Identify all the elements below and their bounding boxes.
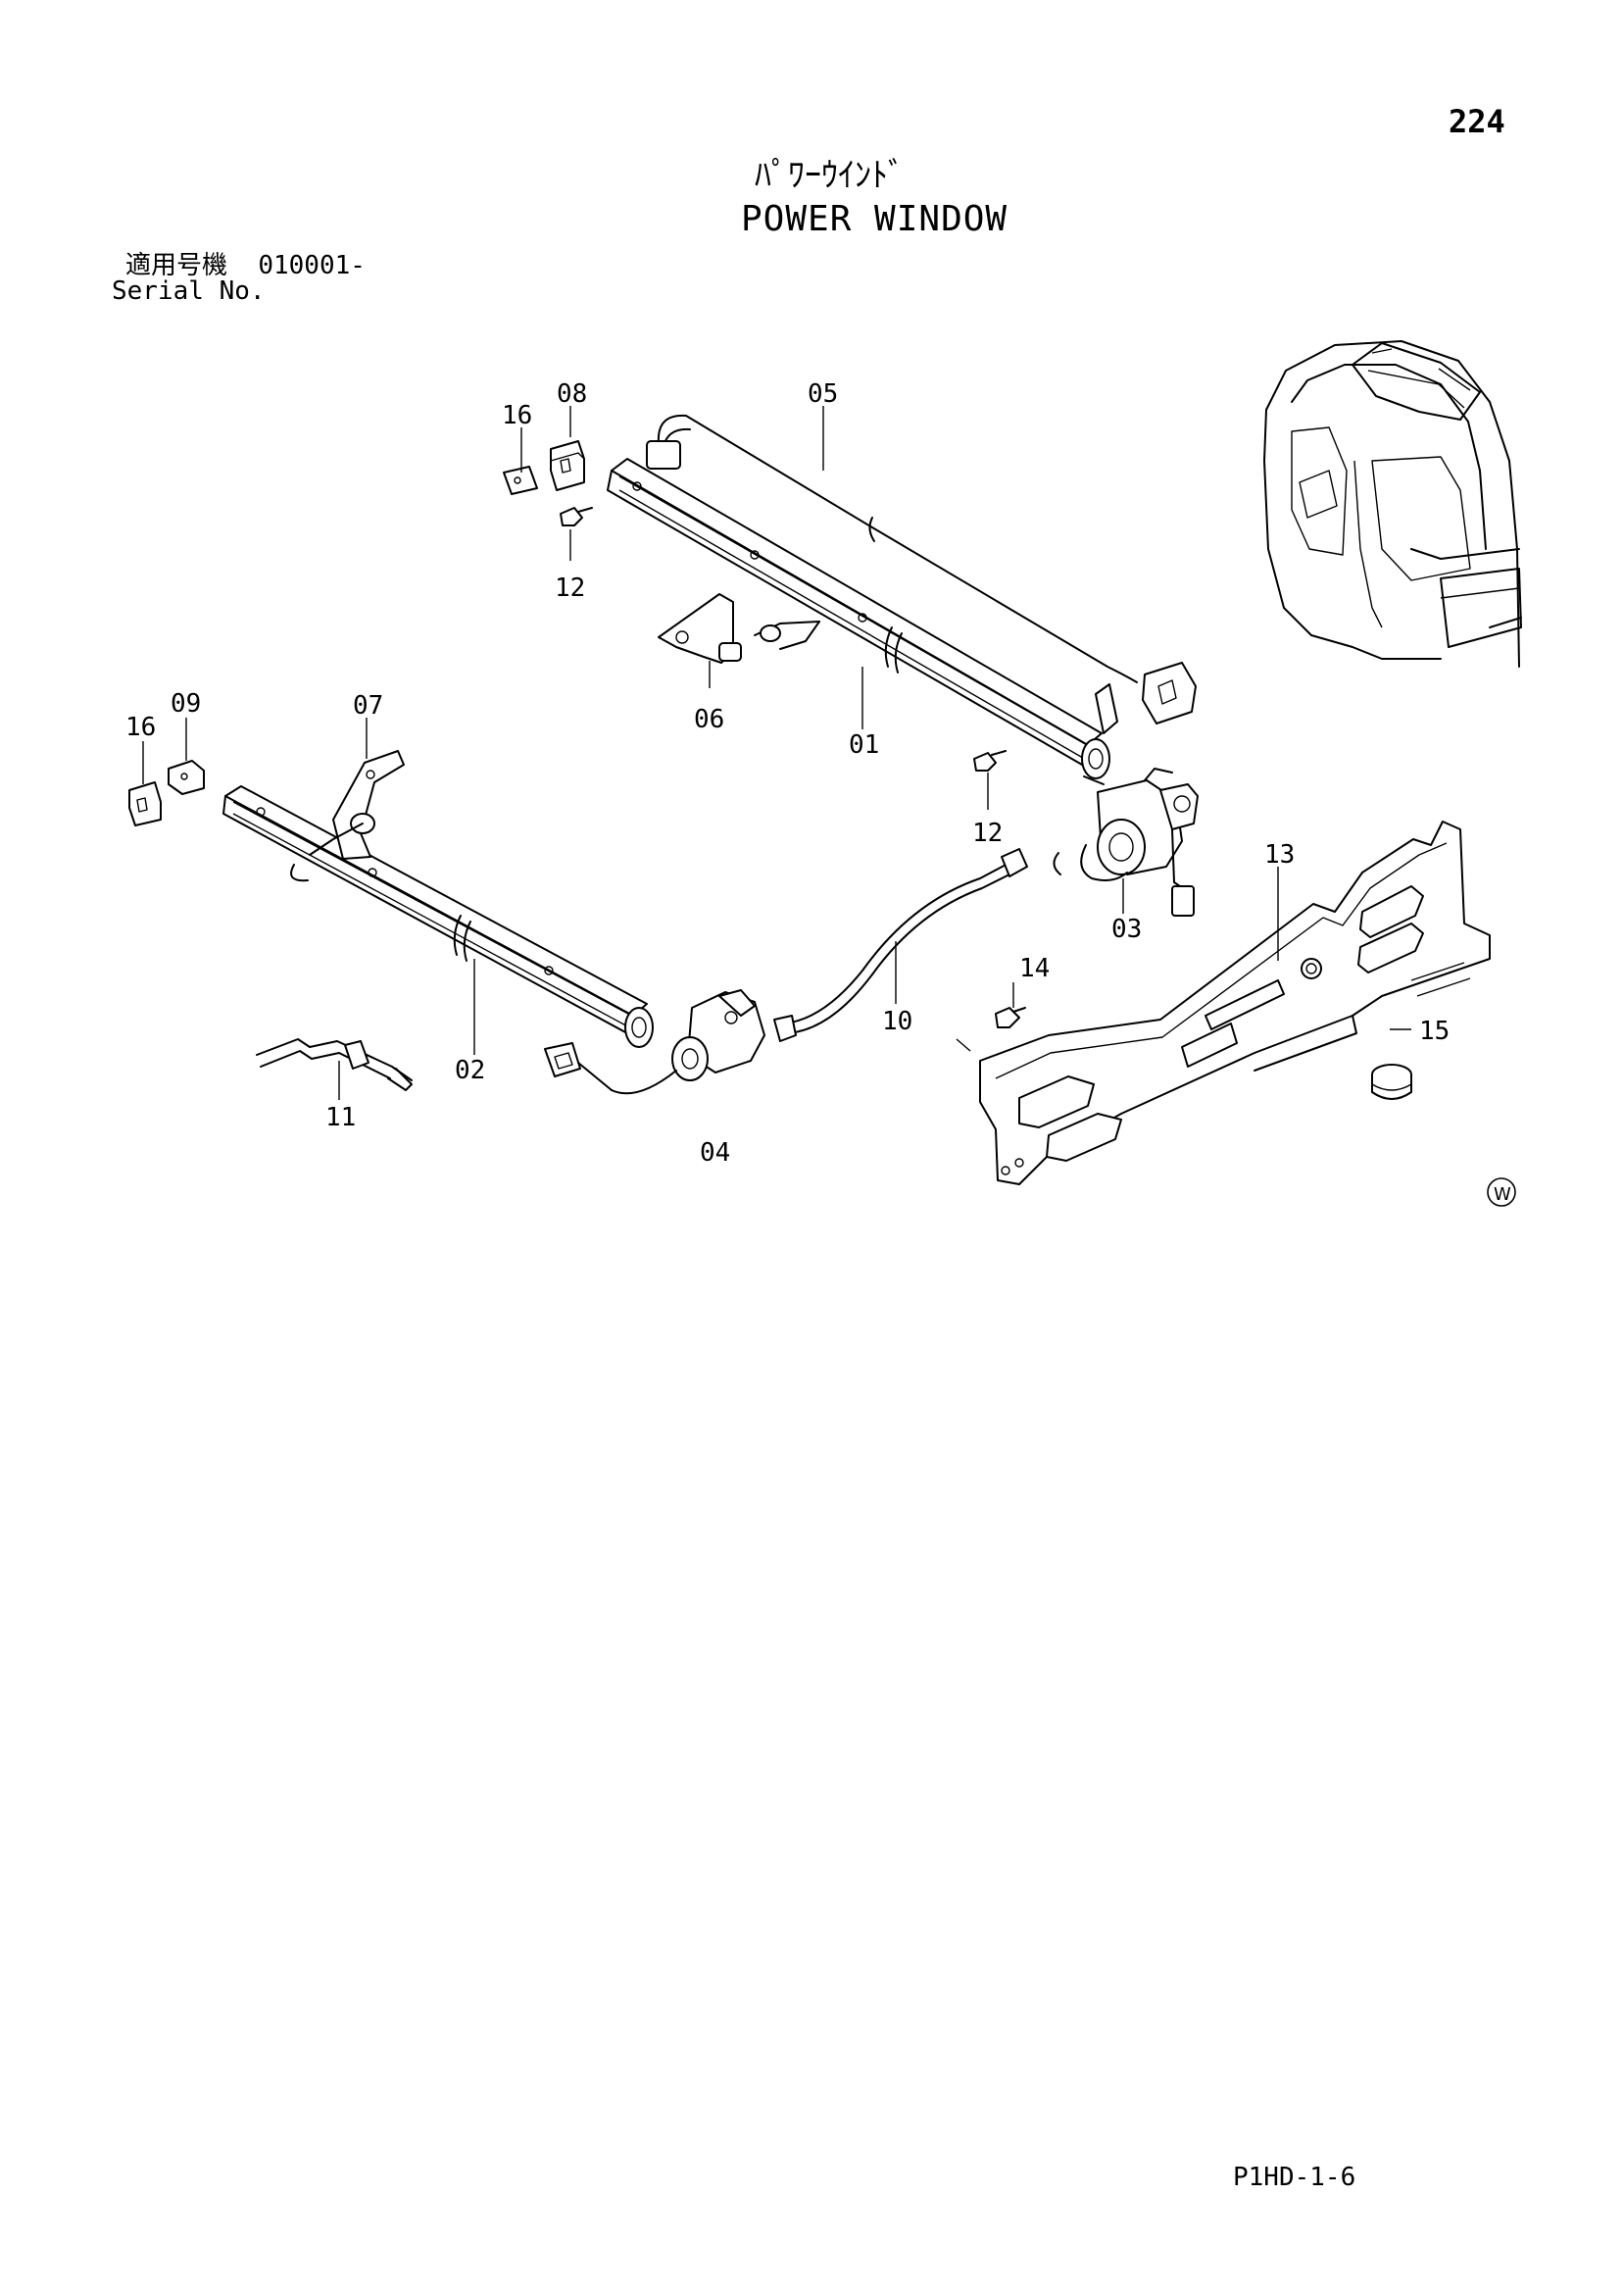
motor-03 xyxy=(1053,768,1199,917)
serial-label-japanese: 適用号機 010001- xyxy=(125,253,366,278)
wire-harness xyxy=(646,414,1197,734)
part-label-16-lower: 16 xyxy=(125,713,156,742)
part-label-14: 14 xyxy=(1019,954,1050,983)
bolt-12-upper xyxy=(560,507,593,526)
clip-09 xyxy=(168,760,205,795)
clip-08 xyxy=(550,440,585,491)
part-label-11: 11 xyxy=(325,1103,356,1132)
watermark-w-text: W xyxy=(1494,1184,1511,1205)
leader-lines xyxy=(142,406,1411,1100)
page-number: 224 xyxy=(1449,103,1505,140)
part-label-12-upper: 12 xyxy=(555,574,585,603)
part-label-02: 02 xyxy=(455,1056,485,1085)
bracket-07 xyxy=(309,750,405,860)
title-japanese: ﾊﾟﾜｰｳｲﾝﾄﾞ xyxy=(755,156,905,195)
serial-label-english: Serial No. xyxy=(112,276,266,306)
upper-window-rail xyxy=(607,458,1110,779)
part-label-04: 04 xyxy=(700,1138,730,1168)
part-label-08: 08 xyxy=(557,379,587,409)
lower-window-rail xyxy=(222,785,654,1048)
part-label-09: 09 xyxy=(171,689,201,719)
part-label-06: 06 xyxy=(694,705,724,734)
part-label-16-upper: 16 xyxy=(502,401,532,430)
part-label-13: 13 xyxy=(1264,840,1295,870)
title-english: POWER WINDOW xyxy=(741,199,1008,239)
frame-13 xyxy=(979,821,1491,1185)
part-label-10: 10 xyxy=(882,1007,912,1036)
bracket-06 xyxy=(658,593,820,664)
clip-16-upper xyxy=(503,466,538,495)
crank-handle-11 xyxy=(256,1038,413,1091)
part-label-03: 03 xyxy=(1111,915,1142,944)
cable-10 xyxy=(773,848,1028,1042)
cab-illustration xyxy=(1263,340,1522,668)
motor-04 xyxy=(544,989,765,1095)
watermark-w-symbol: W xyxy=(1487,1177,1516,1207)
drawing-code: P1HD-1-6 xyxy=(1233,2163,1356,2192)
part-label-15: 15 xyxy=(1419,1017,1450,1046)
part-label-12-lower: 12 xyxy=(972,819,1003,848)
bolt-14 xyxy=(956,1007,1026,1052)
part-label-01: 01 xyxy=(849,730,879,760)
parts-diagram: 01 02 03 04 05 06 07 08 09 10 11 12 12 1… xyxy=(125,340,1522,1207)
leader-motor xyxy=(1083,775,1105,785)
part-label-05: 05 xyxy=(808,379,838,409)
serial-label-jp-text: 適用号機 xyxy=(125,251,228,280)
part-label-07: 07 xyxy=(353,691,383,721)
clip-16-lower xyxy=(128,781,162,826)
rubber-mount-15 xyxy=(1371,1064,1412,1100)
serial-value: 010001- xyxy=(258,251,366,280)
bolt-12-lower xyxy=(973,750,1007,772)
